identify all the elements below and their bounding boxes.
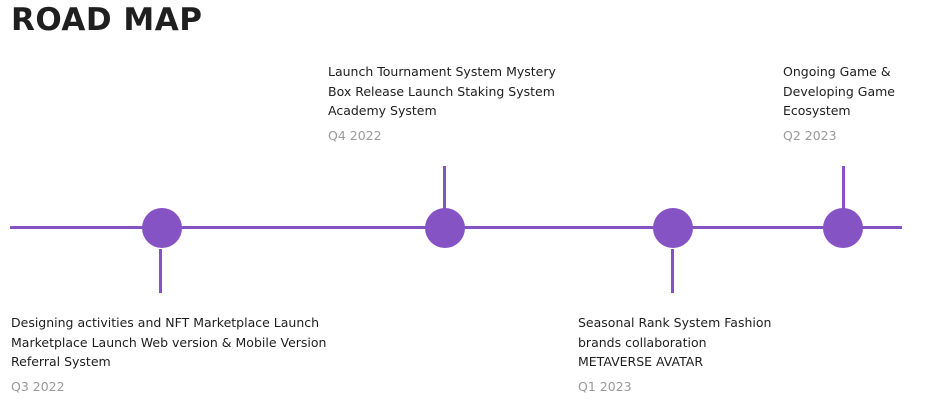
milestone-line: Referral System <box>11 354 111 369</box>
milestone-line: Launch Tournament System Mystery <box>328 64 556 79</box>
milestone-connector <box>671 249 674 293</box>
milestone-date-q3-2022: Q3 2022 <box>11 379 65 394</box>
milestone-connector <box>443 166 446 210</box>
milestone-line: Marketplace Launch Web version & Mobile … <box>11 334 327 350</box>
milestone-line: METAVERSE AVATAR <box>578 354 704 369</box>
milestone-date-q2-2023: Q2 2023 <box>783 128 837 143</box>
milestone-line: Designing activities and NFT Marketplace… <box>11 315 320 330</box>
milestone-description-q2-2023: Ongoing Game & Developing Game Ecosystem <box>783 62 895 121</box>
milestone-date-q4-2022: Q4 2022 <box>328 128 382 143</box>
milestone-line: Ongoing Game & <box>783 64 891 79</box>
milestone-dot-q3-2022 <box>142 208 182 248</box>
milestone-description-q1-2023: Seasonal Rank System Fashion brands coll… <box>578 313 771 372</box>
milestone-connector <box>842 166 845 210</box>
milestone-description-q4-2022: Launch Tournament System Mystery Box Rel… <box>328 62 556 121</box>
milestone-dot-q4-2022 <box>425 208 465 248</box>
milestone-line: Seasonal Rank System Fashion <box>578 315 772 330</box>
milestone-dot-q2-2023 <box>823 208 863 248</box>
milestone-line: Ecosystem <box>783 103 851 118</box>
milestone-line: Developing Game <box>783 83 895 99</box>
milestone-connector <box>159 249 162 293</box>
milestone-line: Academy System <box>328 103 437 118</box>
milestone-date-q1-2023: Q1 2023 <box>578 379 632 394</box>
milestone-dot-q1-2023 <box>653 208 693 248</box>
milestone-line: Box Release Launch Staking System <box>328 83 555 99</box>
page-title: ROAD MAP <box>11 2 203 38</box>
milestone-line: brands collaboration <box>578 334 707 350</box>
milestone-description-q3-2022: Designing activities and NFT Marketplace… <box>11 313 326 372</box>
